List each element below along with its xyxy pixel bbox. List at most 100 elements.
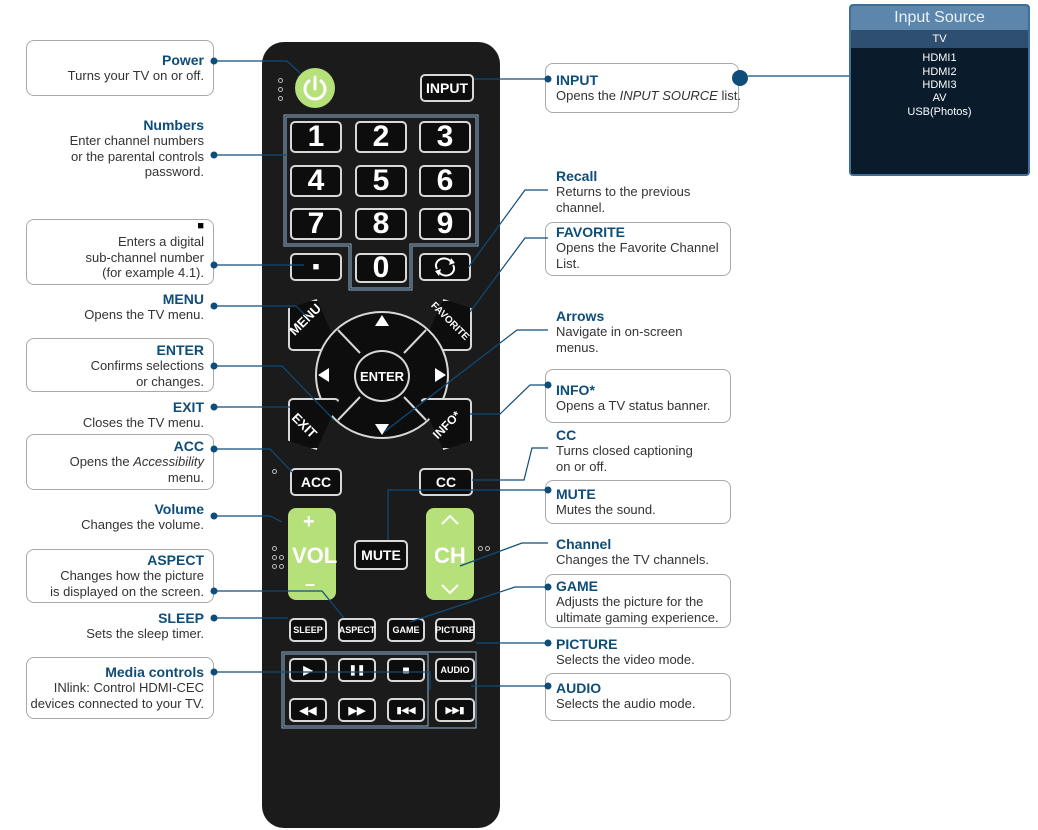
acc-button[interactable]: ACC <box>290 468 342 496</box>
label-arrows: Arrows Navigate in on-screen menus. <box>556 308 683 355</box>
indicator-dot <box>272 469 277 474</box>
power-button[interactable] <box>295 68 335 108</box>
label-menu: MENU Opens the TV menu. <box>84 291 204 322</box>
digit-7-button[interactable]: 7 <box>290 207 342 240</box>
label-recall: Recall Returns to the previous channel. <box>556 168 691 215</box>
channel-key-label: CH <box>434 543 466 568</box>
callout-box <box>545 574 731 628</box>
digit-3-button[interactable]: 3 <box>419 120 471 153</box>
label-numbers: Numbers Enter channel numbers or the par… <box>69 117 204 179</box>
enter-button[interactable]: ENTER <box>354 350 410 402</box>
callout-box <box>26 657 214 719</box>
previous-button[interactable]: ▮◀◀ <box>387 698 425 722</box>
aspect-button[interactable]: ASPECT <box>338 618 376 642</box>
input-button[interactable]: INPUT <box>420 74 474 102</box>
digit-5-button[interactable]: 5 <box>355 164 407 197</box>
mute-button[interactable]: MUTE <box>354 540 408 570</box>
label-cc: CC Turns closed captioning on or off. <box>556 427 693 474</box>
next-button[interactable]: ▶▶▮ <box>435 698 475 722</box>
input-source-item[interactable]: HDMI2 <box>922 66 957 78</box>
input-source-item[interactable]: USB(Photos) <box>907 106 972 118</box>
input-source-item[interactable]: HDMI3 <box>922 79 957 91</box>
callout-box <box>26 338 214 392</box>
label-enter: ENTER Confirms selections or changes. <box>90 342 204 389</box>
digit-1-button[interactable]: 1 <box>290 120 342 153</box>
label-media: Media controls INlink: Control HDMI-CEC … <box>30 664 204 711</box>
indicator-dot <box>478 546 483 551</box>
callout-box <box>545 480 731 524</box>
play-button[interactable]: ▶ <box>289 658 327 682</box>
sleep-button[interactable]: SLEEP <box>289 618 327 642</box>
audio-button[interactable]: AUDIO <box>435 658 475 682</box>
indicator-dot <box>272 564 277 569</box>
callout-box <box>545 63 739 113</box>
indicator-dot <box>485 546 490 551</box>
input-source-item[interactable]: AV <box>932 92 947 104</box>
subchannel-dot-button[interactable]: ■ <box>290 253 342 281</box>
label-power: Power Turns your TV on or off. <box>67 52 204 83</box>
indicator-dot <box>278 87 283 92</box>
label-picture: PICTURE Selects the video mode. <box>556 636 695 667</box>
digit-6-button[interactable]: 6 <box>419 164 471 197</box>
input-source-menu: Input Source TV HDMI1 HDMI2 HDMI3 AV USB… <box>849 4 1030 176</box>
indicator-dot <box>272 546 277 551</box>
volume-key-label: VOL <box>292 543 338 568</box>
volume-rocker[interactable] <box>288 508 336 600</box>
label-volume: Volume Changes the volume. <box>81 501 204 532</box>
indicator-dot <box>278 78 283 83</box>
label-channel: Channel Changes the TV channels. <box>556 536 709 567</box>
channel-rocker[interactable] <box>426 508 474 600</box>
power-icon <box>303 75 327 101</box>
label-acc: ACC Opens the Accessibility menu. <box>69 438 204 485</box>
callout-box <box>26 549 214 603</box>
label-subchannel: ■ Enters a digital sub-channel number (f… <box>85 220 204 280</box>
arrow-up-icon <box>375 315 389 326</box>
label-info: INFO* Opens a TV status banner. <box>556 382 711 413</box>
callout-box <box>545 673 731 721</box>
cc-button[interactable]: CC <box>419 468 473 496</box>
digit-4-button[interactable]: 4 <box>290 164 342 197</box>
digit-0-button[interactable]: 0 <box>355 251 407 284</box>
callout-box <box>26 219 214 285</box>
indicator-dot <box>278 96 283 101</box>
indicator-dot <box>272 555 277 560</box>
indicator-dot <box>279 564 284 569</box>
label-exit: EXIT Closes the TV menu. <box>82 399 204 430</box>
stop-button[interactable]: ■ <box>387 658 425 682</box>
callout-box <box>26 40 214 96</box>
callout-box <box>545 369 731 423</box>
label-mute: MUTE Mutes the sound. <box>556 486 656 517</box>
fast-forward-button[interactable]: ▶▶ <box>338 698 376 722</box>
digit-9-button[interactable]: 9 <box>419 207 471 240</box>
callout-box <box>26 434 214 490</box>
label-input: INPUT Opens the INPUT SOURCE list. <box>556 72 741 103</box>
pause-button[interactable]: ❚❚ <box>338 658 376 682</box>
game-button[interactable]: GAME <box>387 618 425 642</box>
channel-up-icon[interactable] <box>440 514 460 526</box>
label-sleep: SLEEP Sets the sleep timer. <box>86 610 204 641</box>
channel-down-icon[interactable] <box>440 583 460 595</box>
input-source-item[interactable]: HDMI1 <box>922 52 957 64</box>
arrow-right-icon <box>435 368 446 382</box>
label-game: GAME Adjusts the picture for the ultimat… <box>556 578 719 625</box>
digit-2-button[interactable]: 2 <box>355 120 407 153</box>
picture-button[interactable]: PICTURE <box>435 618 475 642</box>
label-favorite: FAVORITE Opens the Favorite Channel List… <box>556 224 719 271</box>
indicator-dot <box>279 555 284 560</box>
arrow-left-icon <box>318 368 329 382</box>
rewind-button[interactable]: ◀◀ <box>289 698 327 722</box>
recall-button[interactable] <box>419 253 471 281</box>
input-source-title: Input Source <box>851 6 1028 30</box>
label-aspect: ASPECT Changes how the picture is displa… <box>50 552 204 599</box>
input-source-selected[interactable]: TV <box>851 30 1028 48</box>
arrow-down-icon <box>375 424 389 435</box>
recall-icon <box>434 257 456 277</box>
volume-up-icon[interactable]: + <box>303 511 315 533</box>
digit-8-button[interactable]: 8 <box>355 207 407 240</box>
volume-down-icon[interactable]: – <box>305 574 316 594</box>
callout-box <box>545 222 731 276</box>
label-audio: AUDIO Selects the audio mode. <box>556 680 696 711</box>
